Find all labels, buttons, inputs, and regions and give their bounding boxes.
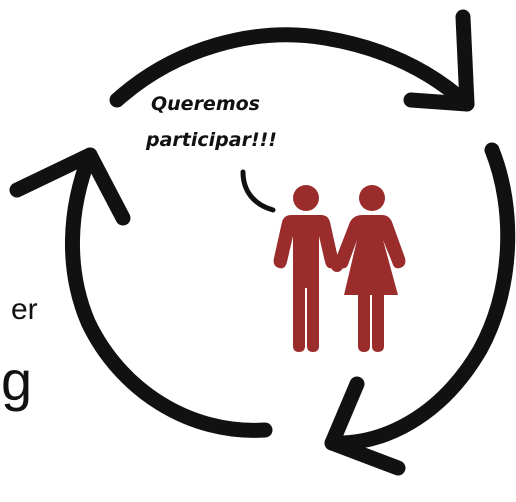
arrow-top <box>109 27 475 112</box>
woman-body <box>335 215 406 352</box>
arrowhead-top <box>403 9 475 112</box>
arrow-right <box>324 142 516 451</box>
cycle-arrows-icon <box>9 9 516 476</box>
left-fragment-top: er <box>11 293 38 326</box>
arrowhead-right <box>324 376 406 476</box>
couple-icon <box>273 185 406 352</box>
speech-line-1: Queremos <box>151 93 260 115</box>
woman-head <box>359 185 385 211</box>
man-head <box>293 185 319 211</box>
joined-hands <box>331 260 343 272</box>
arrow-left <box>65 147 273 438</box>
arrowhead-left <box>9 147 131 226</box>
man-body <box>273 215 339 352</box>
speech-line-2: participar!!! <box>146 129 277 151</box>
left-fragment-bottom: g <box>1 349 33 412</box>
speech-pointer <box>240 169 276 213</box>
